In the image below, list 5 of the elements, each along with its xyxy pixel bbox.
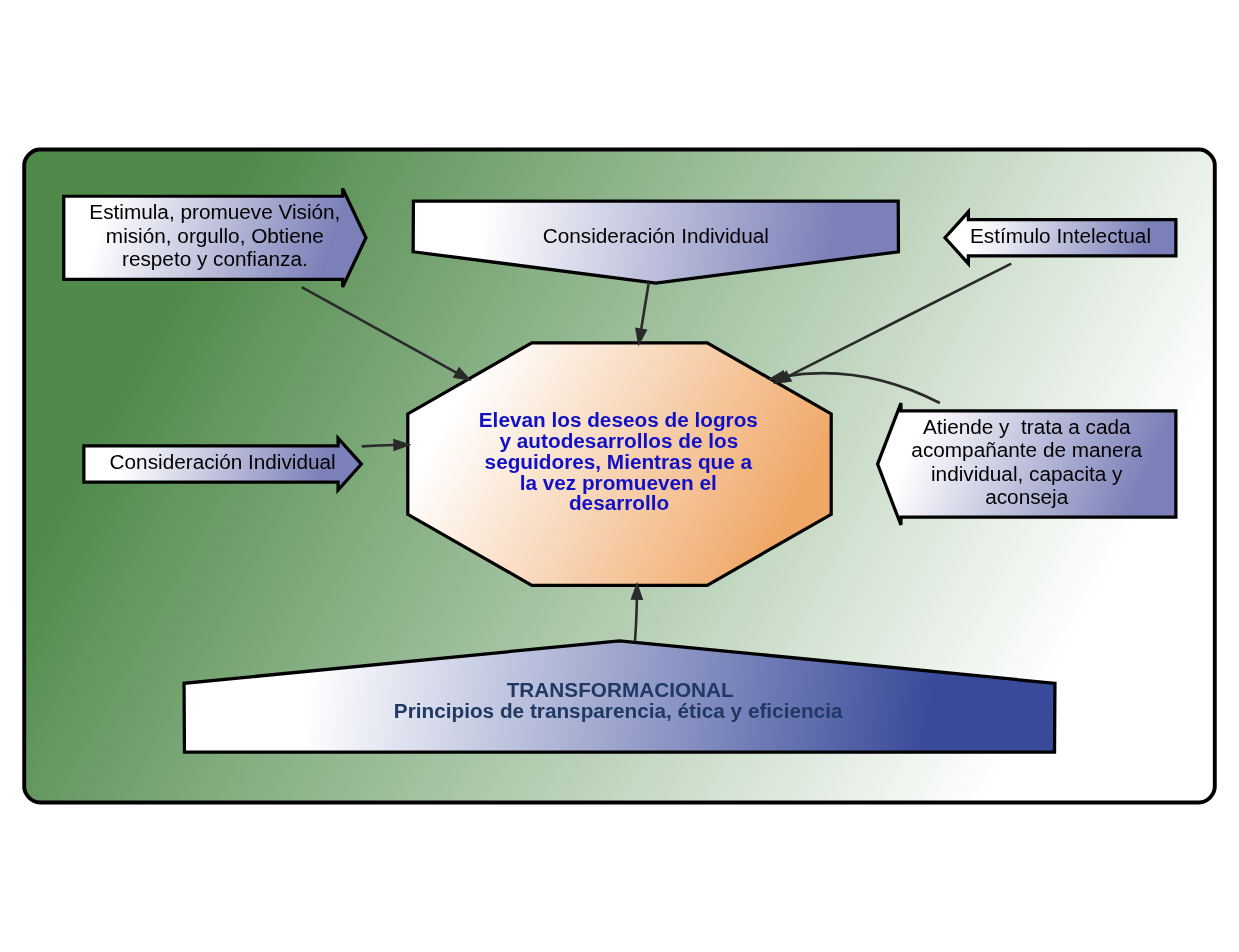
cluster: [22, 147, 1217, 805]
arrow: [635, 282, 651, 347]
arrow: [301, 285, 472, 382]
arrow: [361, 438, 412, 452]
arrow: [630, 581, 644, 642]
